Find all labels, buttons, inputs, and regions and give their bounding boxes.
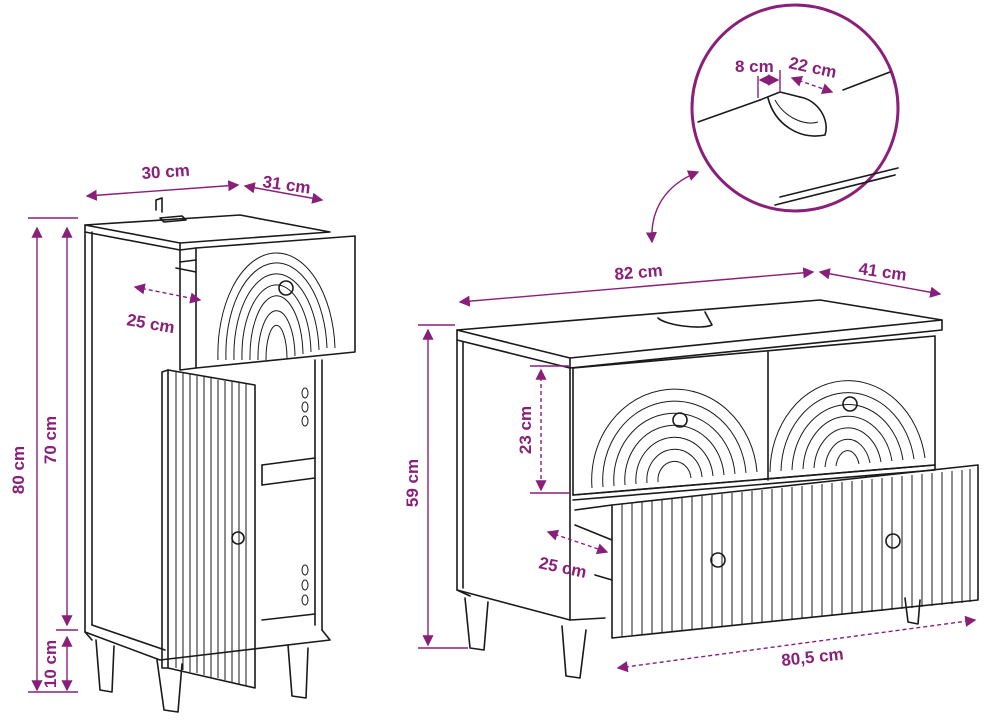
tall-cabinet <box>84 197 356 713</box>
sink-drawer-depth-label: 25 cm <box>537 553 588 582</box>
rainbow-pattern-left <box>591 388 758 489</box>
tall-cabinet-dimensions <box>28 180 324 693</box>
detail-pointer-arrow <box>645 170 700 244</box>
fluted-door-lines <box>175 372 247 686</box>
notch-width-label: 8 cm <box>735 57 774 76</box>
tall-leg-height-label: 10 cm <box>41 640 60 688</box>
detail-magnifier <box>690 3 900 213</box>
tall-width-label: 30 cm <box>141 161 190 183</box>
tall-drawer-depth-label: 25 cm <box>125 310 176 337</box>
sink-total-height-label: 59 cm <box>403 459 422 507</box>
tall-total-height-label: 80 cm <box>9 446 28 494</box>
sink-drawer-height-label: 23 cm <box>516 406 535 454</box>
sink-width-label: 82 cm <box>614 261 664 284</box>
sink-bottom-width-label: 80,5 cm <box>780 645 844 670</box>
rainbow-pattern-small-drawer <box>217 252 336 361</box>
fluted-drawer-lines <box>621 469 971 637</box>
sink-cabinet <box>456 299 979 679</box>
sink-cabinet-dimensions <box>418 267 977 673</box>
rainbow-pattern-right <box>769 380 926 473</box>
tall-depth-label: 31 cm <box>261 172 311 198</box>
tall-body-height-label: 70 cm <box>41 416 60 464</box>
